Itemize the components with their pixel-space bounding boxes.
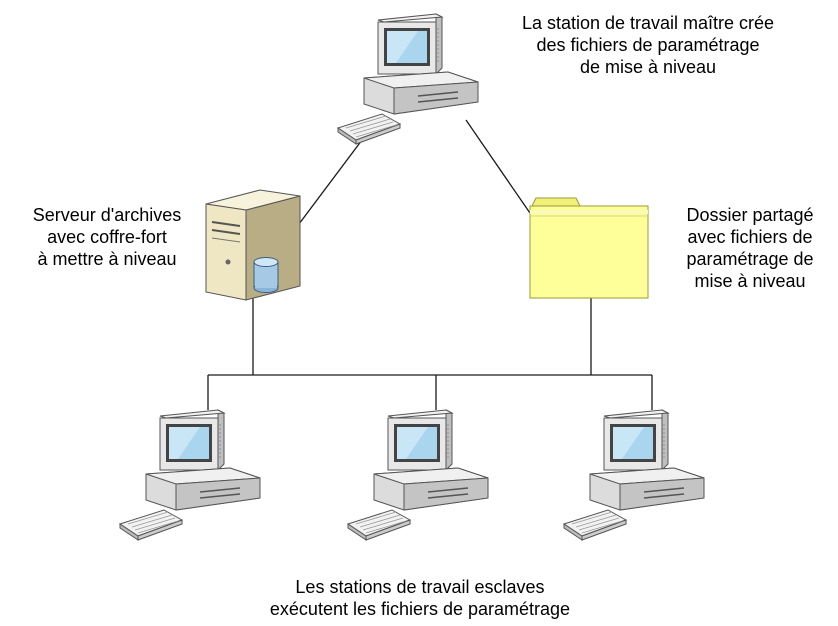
slaves-label-line-1: Les stations de travail esclaves [295,577,545,597]
slave-workstations-label: Les stations de travail esclaves exécute… [190,576,650,620]
database-icon [253,257,279,293]
master-label-line-3: de mise à niveau [579,57,717,77]
connection-lines [207,119,653,410]
master-label-line-1: La station de travail maître crée [521,13,775,33]
line-master-to-folder [465,119,533,217]
folder-label-line-3: paramétrage de [686,249,814,269]
master-workstation-label: La station de travail maître crée des fi… [483,12,813,78]
server-label-line-1: Serveur d'archives [32,205,182,225]
slave-workstation-2-icon [347,409,489,541]
master-workstation-icon [337,13,479,145]
archive-server-label: Serveur d'archives avec coffre-fort à me… [2,204,212,270]
server-label-line-3: à mettre à niveau [37,249,177,269]
archive-server-icon [205,189,301,301]
folder-label-line-4: mise à niveau [694,271,806,291]
server-label-line-2: avec coffre-fort [47,227,167,247]
shared-folder-label: Dossier partagé avec fichiers de paramét… [664,204,836,292]
folder-label-line-1: Dossier partagé [686,205,814,225]
folder-label-line-2: avec fichiers de [687,227,813,247]
line-master-to-server [295,139,363,229]
slaves-label-line-2: exécutent les fichiers de paramétrage [269,599,571,619]
slave-workstation-1-icon [119,409,261,541]
master-label-line-2: des fichiers de paramétrage [536,35,760,55]
slave-workstation-3-icon [563,409,705,541]
shared-folder-icon [529,197,649,299]
